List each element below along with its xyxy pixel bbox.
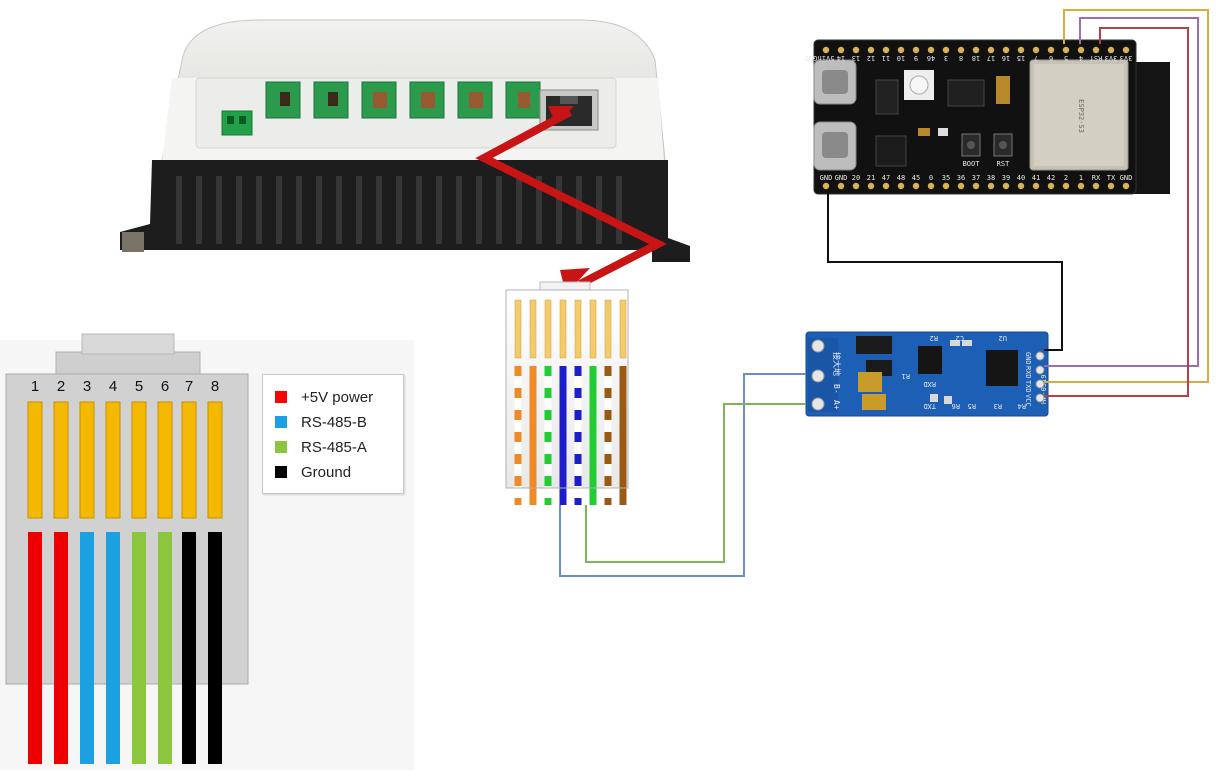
esp32-top-pin-label: 7 — [1034, 54, 1038, 62]
esp32-top-pin-label: 3 — [944, 54, 948, 62]
esp32-top-pin-label: 12 — [867, 54, 875, 62]
esp32-top-pin-label: 14 — [837, 54, 845, 62]
silk-r3: R3 — [994, 402, 1002, 410]
esp32-top-pin-label: 18 — [972, 54, 980, 62]
pin-number-6: 6 — [160, 378, 170, 395]
esp32-bottom-pin-label: GND — [835, 174, 848, 182]
wires — [559, 9, 1209, 577]
rst-button-label: RST — [997, 160, 1010, 168]
silk-r4: R4 — [1018, 402, 1026, 410]
green-terminal-block — [221, 110, 253, 136]
heatsink-fins — [176, 176, 622, 244]
legend-item-ground: Ground — [275, 462, 351, 482]
esp32-board: ESP32-S3 3V33V3RST4567151617188346910111… — [805, 39, 1170, 195]
esp32-bottom-pin-label: 37 — [972, 174, 980, 182]
silk-r6: R6 — [952, 402, 960, 410]
esp32-bottom-pin-label: 1 — [1079, 174, 1083, 182]
rs485-a-label: A+ — [832, 400, 841, 410]
esp32-bottom-pin-label: 36 — [957, 174, 965, 182]
esp32-bottom-pin-label: TX — [1107, 174, 1116, 182]
pin-number-5: 5 — [134, 378, 144, 395]
rs485-right-pin-label: GND — [1024, 352, 1032, 365]
esp32-bottom-pin-label: 2 — [1064, 174, 1068, 182]
legend-swatch-rs485-b — [275, 416, 287, 428]
pin-number-1: 1 — [30, 378, 40, 395]
legend-item-rs485-a: RS-485-A — [275, 437, 367, 457]
screw-terminals — [265, 81, 541, 119]
esp32-bottom-pin-label: 35 — [942, 174, 950, 182]
esp32-top-pin-label: 3V3 — [1120, 54, 1133, 62]
boot-button-label: BOOT — [963, 160, 981, 168]
esp32-bottom-pin-label: 41 — [1032, 174, 1040, 182]
esp32-bottom-pin-label: 0 — [929, 174, 933, 182]
legend-label-rs485-a: RS-485-A — [301, 438, 367, 456]
esp32-top-pin-label: 9 — [914, 54, 918, 62]
legend-label-ground: Ground — [301, 463, 352, 481]
esp32-top-pin-label: 46 — [927, 54, 935, 62]
esp32-top-pin-label: 8 — [959, 54, 963, 62]
esp32-bottom-pin-label: GND — [820, 174, 833, 182]
esp32-top-pin-label: 17 — [987, 54, 995, 62]
rs485-right-pin-label: VCC — [1024, 394, 1032, 407]
esp32-bottom-pin-label: GND — [1120, 174, 1133, 182]
rs485-right-pin-label: RXD — [1024, 366, 1032, 379]
legend-item-rs485-b: RS-485-B — [275, 412, 367, 432]
pin-number-3: 3 — [82, 378, 92, 395]
silk-txd: TXD — [923, 402, 936, 410]
esp32-bottom-pin-label: 38 — [987, 174, 995, 182]
esp32-bottom-pin-label: 20 — [852, 174, 860, 182]
rs485-module: 接大地 B- A+ R2 C2 U2 RXD TXD R1 R4 R3 R6 R… — [805, 331, 1049, 417]
rs485-earth-label: 接大地 — [832, 352, 842, 376]
esp32-top-pin-label: 5 — [1064, 54, 1068, 62]
rs485-b-label: B- — [832, 384, 841, 394]
esp32-bottom-pin-label: 47 — [882, 174, 890, 182]
esp32-bottom-pin-label: 42 — [1047, 174, 1055, 182]
esp32-top-pin-labels: 3V33V3RST4567151617188346910111213145Vin… — [805, 54, 1133, 62]
esp32-bottom-pin-label: 48 — [897, 174, 905, 182]
silk-rxd: RXD — [923, 380, 936, 388]
silk-c2: C2 — [956, 334, 964, 342]
legend-swatch-rs485-a — [275, 441, 287, 453]
silk-r2: R2 — [930, 334, 938, 342]
esp32-bottom-pin-label: 21 — [867, 174, 875, 182]
esp32-bottom-pin-label: 45 — [912, 174, 920, 182]
pin-number-4: 4 — [108, 378, 118, 395]
legend-label-power: +5V power — [301, 388, 374, 406]
legend-item-power: +5V power — [275, 387, 373, 407]
esp32-top-pin-label: GND — [805, 54, 818, 62]
rs485-right-pin-label: TXD — [1024, 380, 1032, 393]
pin-number-8: 8 — [210, 378, 220, 395]
esp32-top-pin-label: RST — [1089, 54, 1102, 62]
legend: +5V power RS-485-B RS-485-A Ground — [262, 374, 404, 494]
esp32-top-pin-label: 5Vin — [818, 54, 835, 62]
esp32-top-pin-label: 11 — [882, 54, 890, 62]
rj45-plug — [505, 281, 629, 505]
esp32-top-pin-label: 3V3 — [1105, 54, 1118, 62]
esp32-top-pin-label: 16 — [1002, 54, 1010, 62]
silk-u2: U2 — [999, 334, 1007, 342]
pin-number-7: 7 — [184, 378, 194, 395]
legend-swatch-ground — [275, 466, 287, 478]
esp32-bottom-pin-label: RX — [1092, 174, 1101, 182]
silk-model: HW-0519 — [1040, 374, 1048, 404]
esp32-top-pin-label: 15 — [1017, 54, 1025, 62]
esp32-top-pin-label: 4 — [1079, 54, 1083, 62]
esp32-bottom-pin-label: 39 — [1002, 174, 1010, 182]
module-label: ESP32-S3 — [1077, 99, 1085, 133]
legend-swatch-power — [275, 391, 287, 403]
esp32-top-pin-label: 6 — [1049, 54, 1053, 62]
pin-number-2: 2 — [56, 378, 66, 395]
legend-label-rs485-b: RS-485-B — [301, 413, 367, 431]
silk-r1: R1 — [902, 372, 910, 380]
charge-controller — [120, 19, 690, 262]
silk-r5: R5 — [968, 402, 976, 410]
esp32-bottom-pin-label: 40 — [1017, 174, 1025, 182]
esp32-top-pin-label: 10 — [897, 54, 905, 62]
esp32-top-pin-label: 13 — [852, 54, 860, 62]
